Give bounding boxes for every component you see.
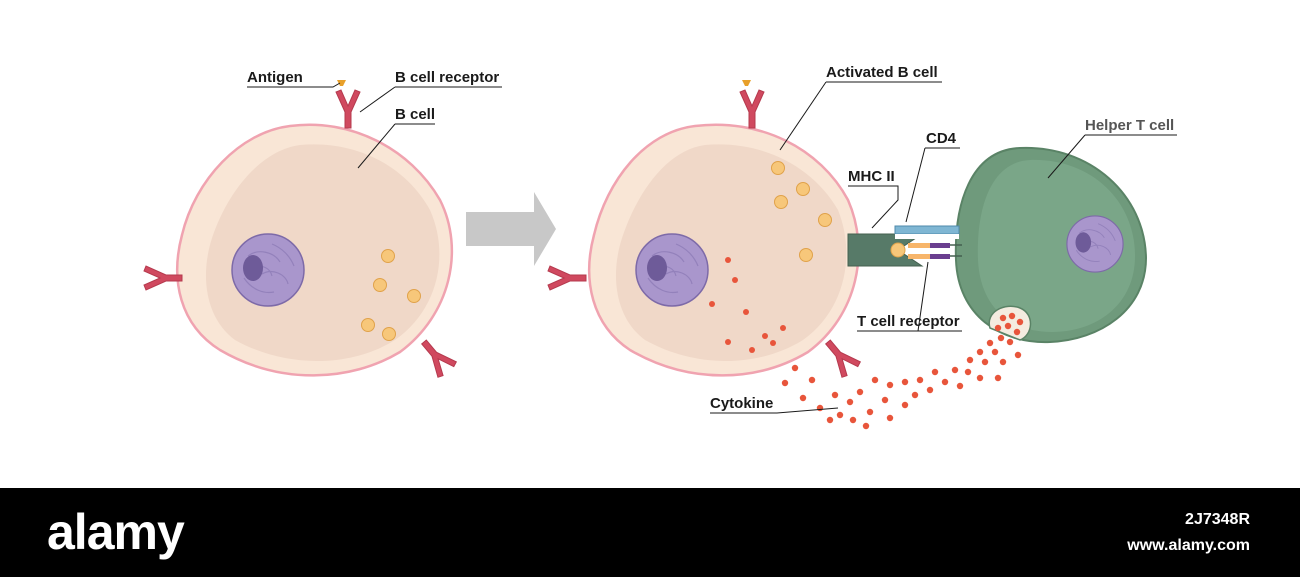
- label-helper-t-cell: Helper T cell: [1085, 117, 1175, 134]
- antigen-icon: [337, 80, 346, 86]
- leader-lines-left: [247, 82, 502, 169]
- granules-left: [361, 249, 421, 341]
- presented-antigen: [890, 242, 906, 258]
- alamy-logo: alamy: [47, 504, 185, 560]
- label-cd4: CD4: [926, 130, 957, 147]
- antigen-icon-2: [742, 80, 751, 86]
- b-cell-receptor-top: [335, 89, 361, 129]
- site-url: www.alamy.com: [1127, 537, 1250, 554]
- b-cell-receptor-bottom: [414, 333, 459, 380]
- cytokine-stream: [781, 312, 1024, 430]
- cytokines-inside: [709, 257, 786, 353]
- b-cell-activated: [587, 123, 860, 377]
- image-id: 2J7348R: [1185, 511, 1250, 528]
- label-antigen: Antigen: [247, 69, 303, 86]
- t-cell-receptor-complex: [908, 243, 962, 259]
- immune-activation-diagram: [143, 80, 1177, 430]
- activated-receptor-left: [547, 265, 587, 291]
- watermark-footer: alamy 2J7348R www.alamy.com: [0, 488, 1300, 577]
- label-cytokine: Cytokine: [710, 395, 774, 412]
- helper-t-cell: [954, 146, 1148, 344]
- label-b-cell-receptor: B cell receptor: [395, 69, 500, 86]
- transition-arrow: [466, 192, 556, 266]
- helper-t-nucleus: [1066, 215, 1124, 273]
- b-cell-resting: [176, 123, 453, 377]
- cd4-coreceptor: [894, 225, 960, 239]
- granules-right: [771, 161, 832, 262]
- label-b-cell: B cell: [395, 106, 436, 123]
- activated-b-cell-nucleus: [635, 233, 709, 307]
- b-cell-nucleus: [231, 233, 305, 307]
- label-mhc-ii: MHC II: [848, 168, 895, 185]
- label-activated-b-cell: Activated B cell: [826, 64, 938, 81]
- activated-receptor-top: [739, 89, 765, 129]
- activated-receptor-bottom: [818, 333, 863, 380]
- label-t-cell-receptor: T cell receptor: [857, 313, 960, 330]
- leader-lines-right: [710, 81, 1177, 414]
